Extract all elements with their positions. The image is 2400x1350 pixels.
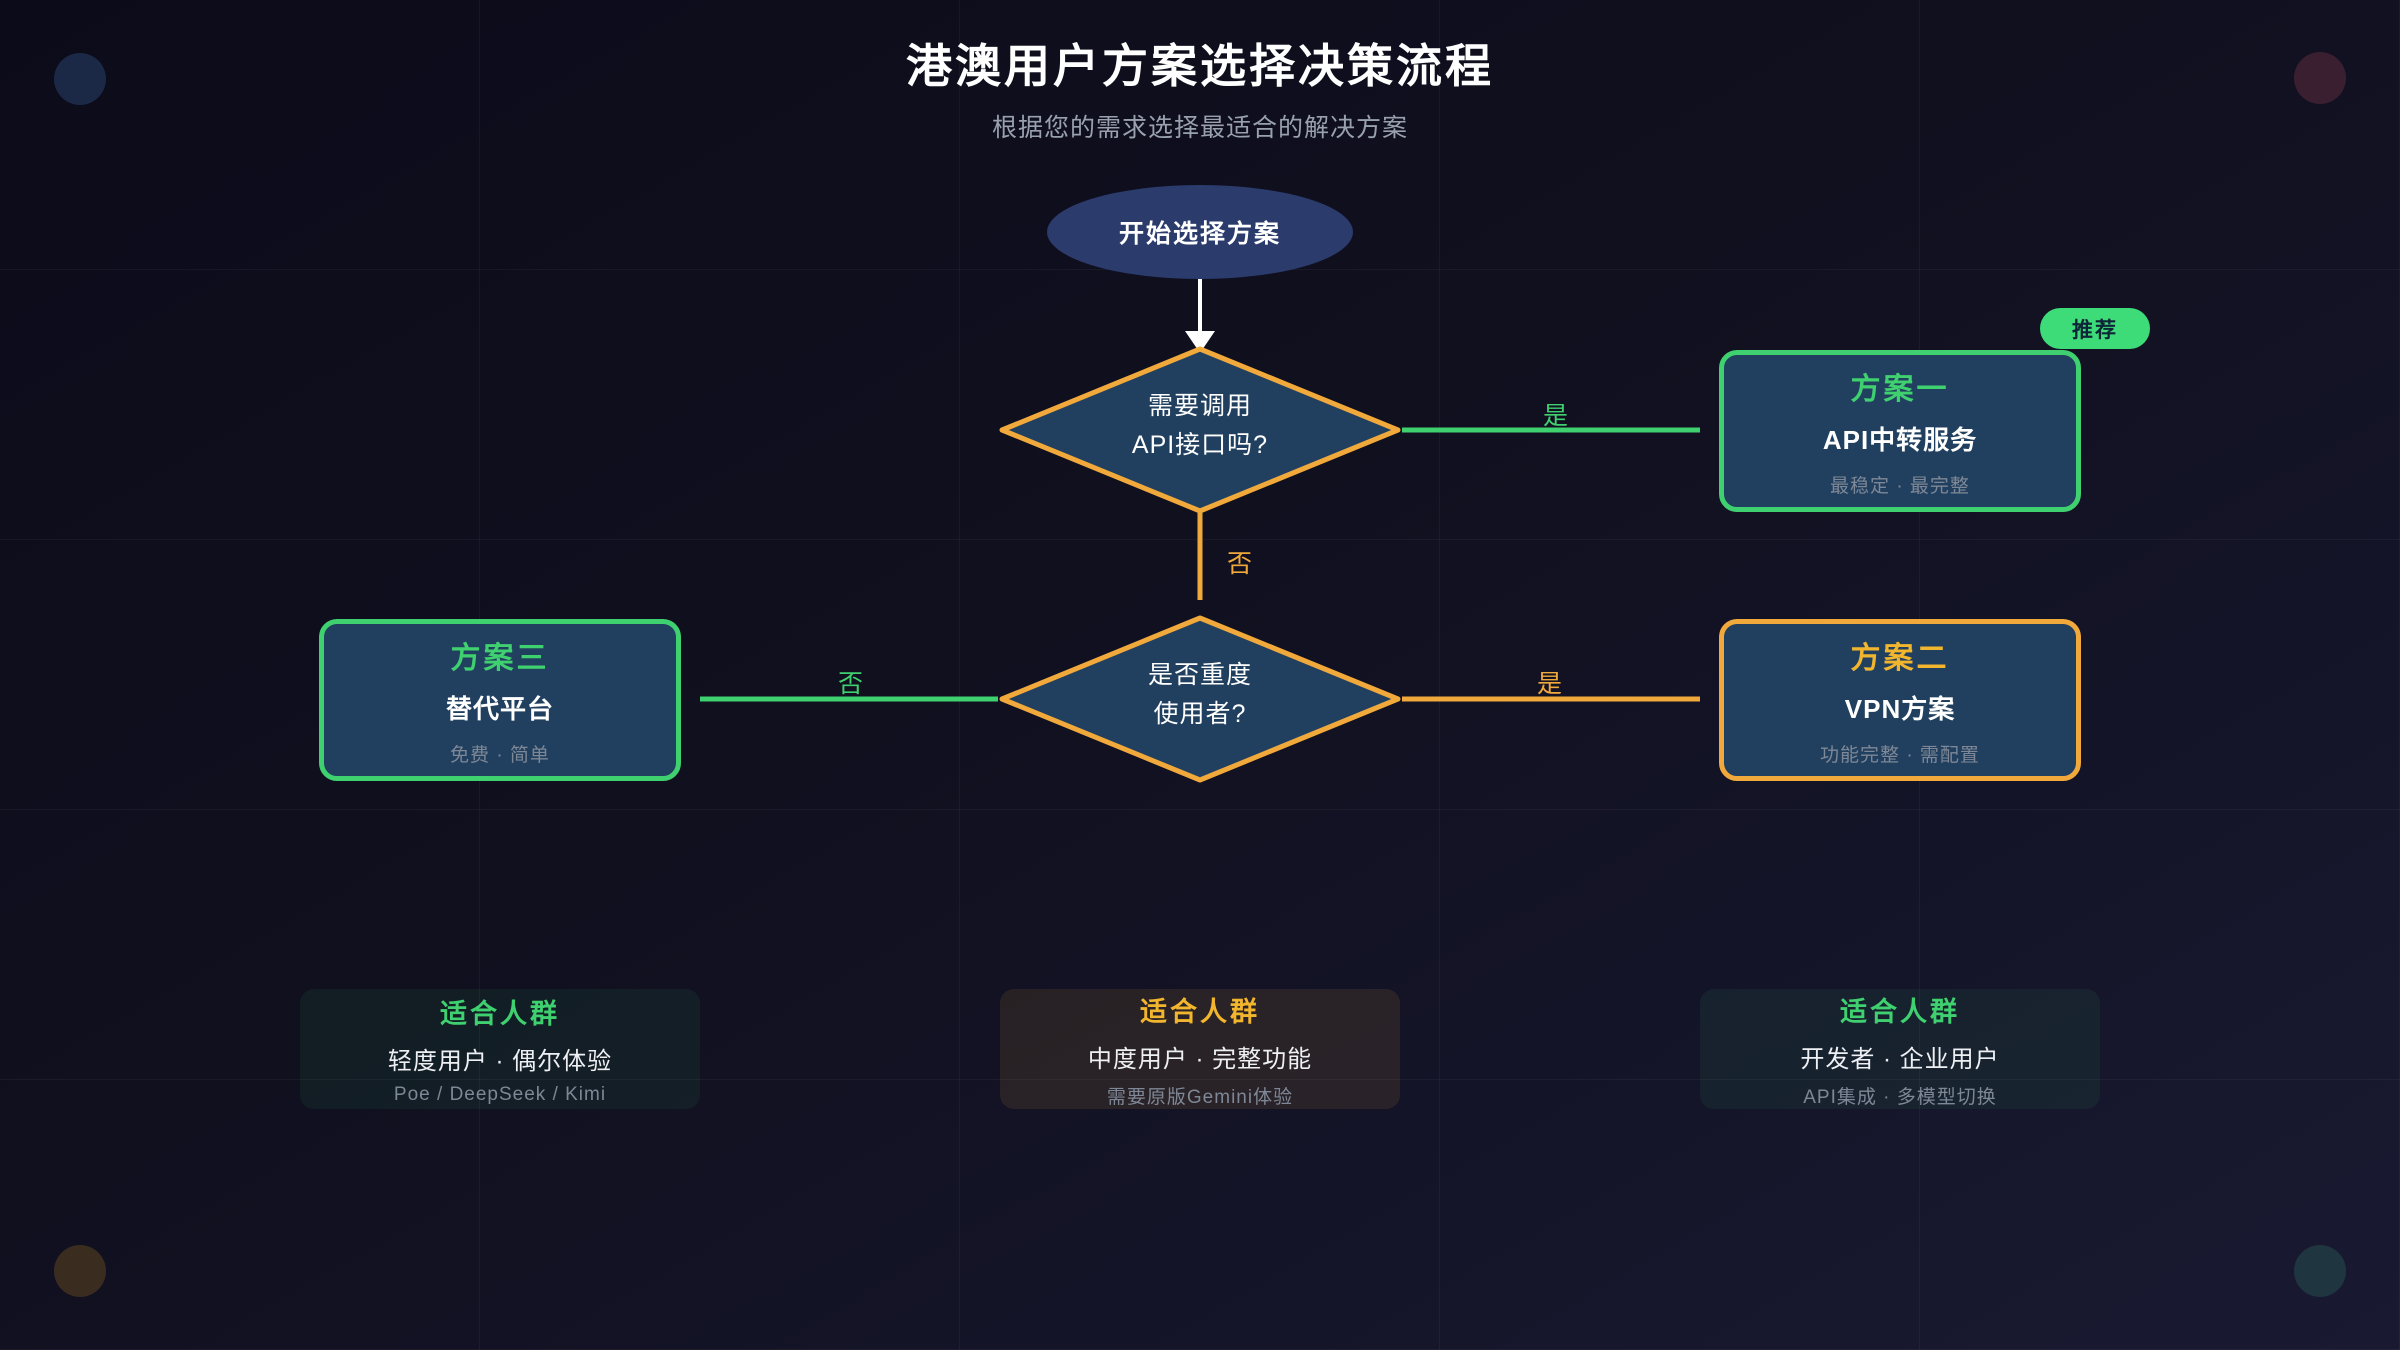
- audience-card-developers: 适合人群 开发者 · 企业用户 API集成 · 多模型切换: [1700, 989, 2100, 1109]
- plan-card-api-relay[interactable]: 方案一 API中转服务 最稳定 · 最完整: [1719, 350, 2081, 512]
- plan1-note: 最稳定 · 最完整: [1830, 476, 1970, 497]
- decision2-line2: 使用者?: [1153, 699, 1247, 728]
- audience3-primary: 开发者 · 企业用户: [1800, 1045, 2000, 1073]
- edge-label-d2-yes: 是: [1537, 670, 1564, 698]
- plan2-name: VPN方案: [1844, 694, 1956, 724]
- decision1-line1: 需要调用: [1147, 392, 1252, 420]
- plan2-note: 功能完整 · 需配置: [1820, 745, 1980, 766]
- decor-circle-top-right: [2294, 52, 2346, 104]
- edge-label-d2-no: 否: [838, 670, 865, 698]
- decor-circle-bottom-left: [54, 1245, 106, 1297]
- plan3-name: 替代平台: [445, 694, 554, 724]
- page-title: 港澳用户方案选择决策流程: [906, 40, 1494, 92]
- decision1-diamond: [999, 346, 1401, 514]
- audience2-secondary: 需要原版Gemini体验: [1106, 1086, 1294, 1108]
- decision1-label: 需要调用 API接口吗?: [1000, 387, 1400, 465]
- start-node-label: 开始选择方案: [1118, 220, 1281, 248]
- decision2-diamond: [999, 615, 1401, 783]
- plan1-title: 方案一: [1850, 373, 1950, 406]
- decision2-line1: 是否重度: [1147, 661, 1252, 689]
- audience3-secondary: API集成 · 多模型切换: [1803, 1086, 1997, 1108]
- plan2-title: 方案二: [1850, 642, 1950, 675]
- plan-card-alternative[interactable]: 方案三 替代平台 免费 · 简单: [319, 619, 681, 781]
- plan-card-vpn[interactable]: 方案二 VPN方案 功能完整 · 需配置: [1719, 619, 2081, 781]
- page-subtitle: 根据您的需求选择最适合的解决方案: [991, 114, 1408, 142]
- audience2-title: 适合人群: [1140, 996, 1260, 1027]
- arrow-head-icon: [1185, 331, 1215, 353]
- audience-card-medium-users: 适合人群 中度用户 · 完整功能 需要原版Gemini体验: [1000, 989, 1400, 1109]
- plan3-note: 免费 · 简单: [450, 745, 550, 766]
- audience2-primary: 中度用户 · 完整功能: [1087, 1045, 1313, 1073]
- plan1-name: API中转服务: [1822, 425, 1978, 455]
- audience1-primary: 轻度用户 · 偶尔体验: [387, 1048, 613, 1075]
- decision2-label: 是否重度 使用者?: [1000, 656, 1400, 734]
- audience1-title: 适合人群: [440, 999, 560, 1029]
- plan3-title: 方案三: [450, 642, 550, 675]
- audience3-title: 适合人群: [1840, 996, 1960, 1027]
- start-node: 开始选择方案: [1047, 185, 1353, 279]
- audience1-secondary: Poe / DeepSeek / Kimi: [393, 1084, 607, 1105]
- edge-label-d1-no: 否: [1227, 550, 1254, 578]
- decor-circle-bottom-right: [2294, 1245, 2346, 1297]
- decor-circle-top-left: [54, 53, 106, 105]
- decision1-line2: API接口吗?: [1131, 430, 1269, 459]
- edge-label-d1-yes: 是: [1543, 402, 1570, 430]
- audience-card-light-users: 适合人群 轻度用户 · 偶尔体验 Poe / DeepSeek / Kimi: [300, 989, 700, 1109]
- recommend-badge: 推荐: [2040, 308, 2150, 349]
